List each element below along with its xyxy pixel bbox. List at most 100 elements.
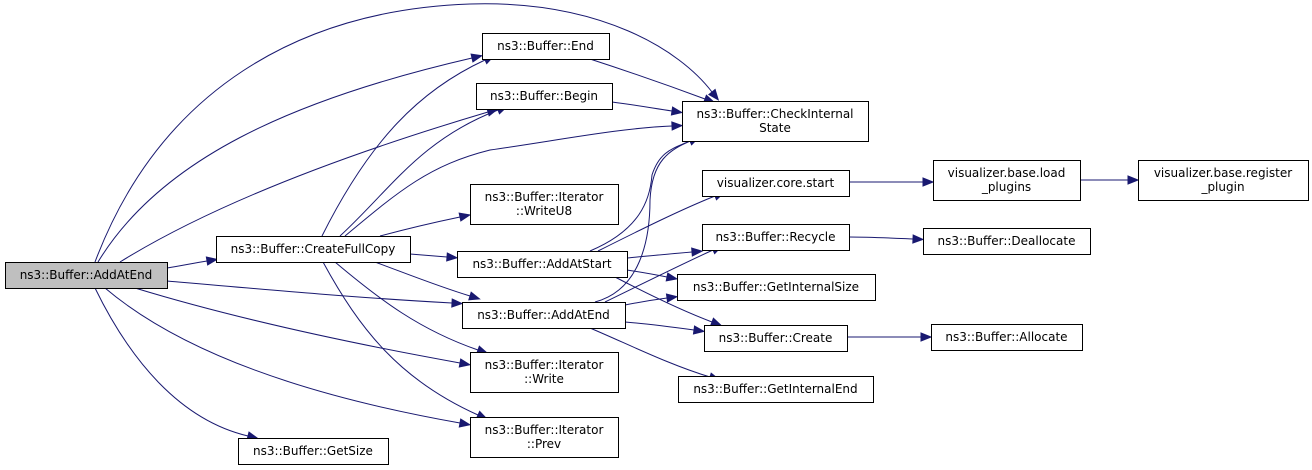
node-addatstart[interactable]: ns3::Buffer::AddAtStart [457, 251, 628, 278]
arrowhead-icon [671, 121, 684, 131]
node-label: ns3::Buffer::Create [719, 331, 833, 345]
edge-createfullcopy-to-checkinternalstate [344, 121, 684, 237]
node-box [1138, 160, 1309, 201]
edge-line [848, 236, 914, 240]
node-label: State [759, 121, 791, 135]
node-label: ns3::Buffer::CreateFullCopy [231, 242, 396, 256]
edge-createfullcopy-to-addatend2 [374, 261, 481, 301]
node-label: ns3::Buffer::Iterator [485, 423, 604, 437]
edge-line [409, 253, 448, 258]
node-box [931, 324, 1083, 351]
arrowhead-icon [451, 298, 464, 308]
node-label: ns3::Buffer::Deallocate [938, 234, 1076, 248]
node-box [470, 184, 619, 225]
node-label: _plugins [981, 180, 1031, 194]
node-allocate[interactable]: ns3::Buffer::Allocate [931, 324, 1083, 351]
edge-line [589, 58, 706, 100]
node-writeu8[interactable]: ns3::Buffer::Iterator::WriteU8 [470, 184, 619, 225]
edge-addatstart-to-getinternalsize [626, 269, 679, 282]
edge-addatend2-to-create [624, 321, 706, 335]
arrowhead-icon [692, 325, 706, 335]
edge-root-to-getsize [94, 287, 259, 441]
edge-root-to-createfullcopy [166, 256, 219, 269]
arrowhead-icon [922, 177, 935, 187]
node-prev[interactable]: ns3::Buffer::Iterator::Prev [470, 417, 619, 458]
node-box [933, 160, 1081, 201]
node-begin[interactable]: ns3::Buffer::Begin [476, 83, 613, 110]
node-box [702, 224, 850, 251]
node-label: ::Write [524, 372, 564, 386]
edge-line [104, 287, 461, 424]
edge-line [611, 101, 673, 112]
edge-line [321, 59, 486, 237]
node-label: ns3::Buffer::Iterator [485, 358, 604, 372]
node-label: visualizer.base.load [948, 166, 1066, 180]
node-label: ns3::Buffer::Begin [490, 89, 598, 103]
edge-line [626, 251, 693, 259]
edge-line [589, 327, 711, 378]
node-registerplugin[interactable]: visualizer.base.register_plugin [1138, 160, 1309, 201]
node-label: ns3::Buffer::Recycle [715, 230, 835, 244]
edge-root-to-end [97, 53, 484, 263]
edge-line [374, 261, 471, 297]
edge-line [94, 3, 713, 263]
edge-root-to-addatend2 [166, 280, 464, 308]
arrowhead-icon [205, 256, 219, 266]
edge-line [597, 195, 716, 252]
node-label: _plugin [1200, 180, 1244, 194]
arrowhead-icon [670, 106, 684, 116]
node-getinternalend[interactable]: ns3::Buffer::GetInternalEnd [678, 376, 874, 403]
node-box [678, 376, 874, 403]
node-deallocate[interactable]: ns3::Buffer::Deallocate [923, 228, 1091, 255]
edge-line [119, 111, 489, 263]
edge-loadplugins-to-registerplugin [1080, 175, 1140, 185]
node-box [470, 417, 619, 458]
node-end[interactable]: ns3::Buffer::End [482, 33, 610, 60]
edge-line [344, 125, 673, 237]
node-recycle[interactable]: ns3::Buffer::Recycle [702, 224, 850, 251]
node-label: ns3::Buffer::GetSize [253, 444, 373, 458]
edge-line [322, 261, 479, 416]
edge-line [626, 269, 668, 278]
arrowhead-icon [458, 418, 472, 428]
arrowhead-icon [920, 332, 933, 342]
edge-root-to-write [134, 287, 472, 368]
edge-line [339, 109, 499, 237]
node-getsize[interactable]: ns3::Buffer::GetSize [238, 438, 389, 465]
node-label: ns3::Buffer::AddAtEnd [477, 308, 610, 322]
node-loadplugins[interactable]: visualizer.base.load_plugins [933, 160, 1081, 201]
node-box [677, 274, 876, 301]
node-box [238, 438, 389, 465]
node-label: visualizer.core.start [717, 176, 835, 190]
edge-addatstart-to-recycle [626, 247, 704, 259]
edge-line [614, 276, 713, 323]
node-box [923, 228, 1091, 255]
edge-root-to-prev [104, 287, 472, 428]
node-vizcorestart[interactable]: visualizer.core.start [702, 170, 850, 197]
edge-recycle-to-deallocate [848, 234, 925, 244]
arrowhead-icon [468, 291, 481, 301]
node-create[interactable]: ns3::Buffer::Create [704, 325, 848, 352]
edge-line [94, 287, 249, 437]
node-root[interactable]: ns3::Buffer::AddAtEnd [5, 262, 168, 289]
node-box [216, 236, 411, 263]
node-box [482, 33, 610, 60]
node-label: ns3::Buffer::Iterator [485, 190, 604, 204]
node-write[interactable]: ns3::Buffer::Iterator::Write [470, 352, 619, 393]
arrowhead-icon [665, 272, 679, 282]
edge-line [589, 140, 691, 252]
node-addatend2[interactable]: ns3::Buffer::AddAtEnd [462, 302, 626, 329]
node-box [682, 101, 869, 142]
node-label: ::Prev [527, 437, 561, 451]
edge-line [594, 140, 691, 303]
edge-addatend2-to-getinternalsize [624, 293, 679, 306]
node-getinternalsize[interactable]: ns3::Buffer::GetInternalSize [677, 274, 876, 301]
node-createfullcopy[interactable]: ns3::Buffer::CreateFullCopy [216, 236, 411, 263]
node-box [5, 262, 168, 289]
node-label: visualizer.base.register [1154, 166, 1292, 180]
node-box [470, 352, 619, 393]
arrowhead-icon [665, 293, 679, 303]
arrowhead-icon [446, 252, 459, 262]
